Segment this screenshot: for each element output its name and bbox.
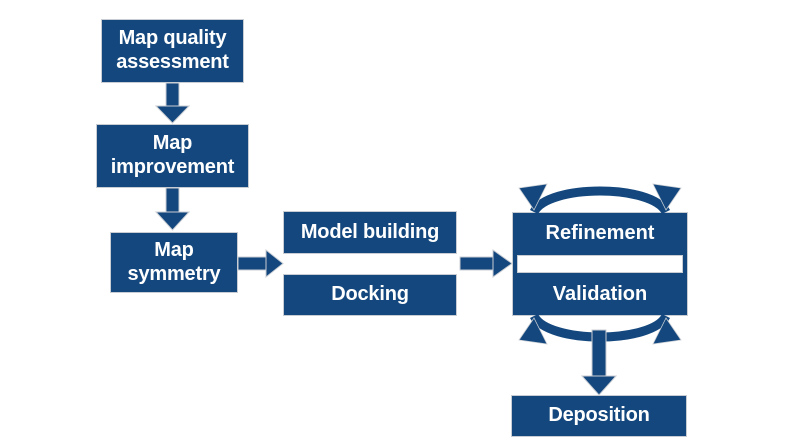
arrow-symmetry-to-building: [237, 248, 284, 279]
arrow-building-to-refinement: [459, 249, 513, 278]
node-docking-label: Docking: [331, 283, 409, 306]
node-map-improvement-line1: Map: [152, 132, 193, 155]
cycle-block-gap: [517, 255, 683, 273]
node-deposition-label: Deposition: [548, 404, 650, 427]
node-deposition[interactable]: Deposition: [511, 395, 687, 437]
arrow-quality-to-improvement: [154, 82, 191, 124]
arc-refinement-validation-bottom: [518, 313, 682, 345]
arrow-cycle-to-deposition: [580, 329, 618, 396]
node-validation-label: Validation: [552, 283, 648, 305]
node-refinement[interactable]: Refinement: [512, 212, 688, 255]
node-map-quality-assessment-line2: assessment: [116, 51, 229, 73]
node-map-quality-assessment-line1: Map quality: [118, 27, 227, 50]
arc-refinement-validation-top: [518, 183, 682, 215]
node-docking[interactable]: Docking: [283, 274, 457, 316]
arrow-improvement-to-symmetry: [154, 187, 191, 231]
node-model-building[interactable]: Model building: [283, 211, 457, 254]
node-map-symmetry-line2: symmetry: [127, 262, 221, 285]
node-validation[interactable]: Validation: [512, 273, 688, 316]
node-refinement-label: Refinement: [545, 222, 655, 244]
node-map-symmetry-line1: Map: [154, 238, 194, 261]
node-map-improvement-line2: improvement: [110, 156, 235, 178]
node-model-building-label: Model building: [300, 220, 440, 243]
